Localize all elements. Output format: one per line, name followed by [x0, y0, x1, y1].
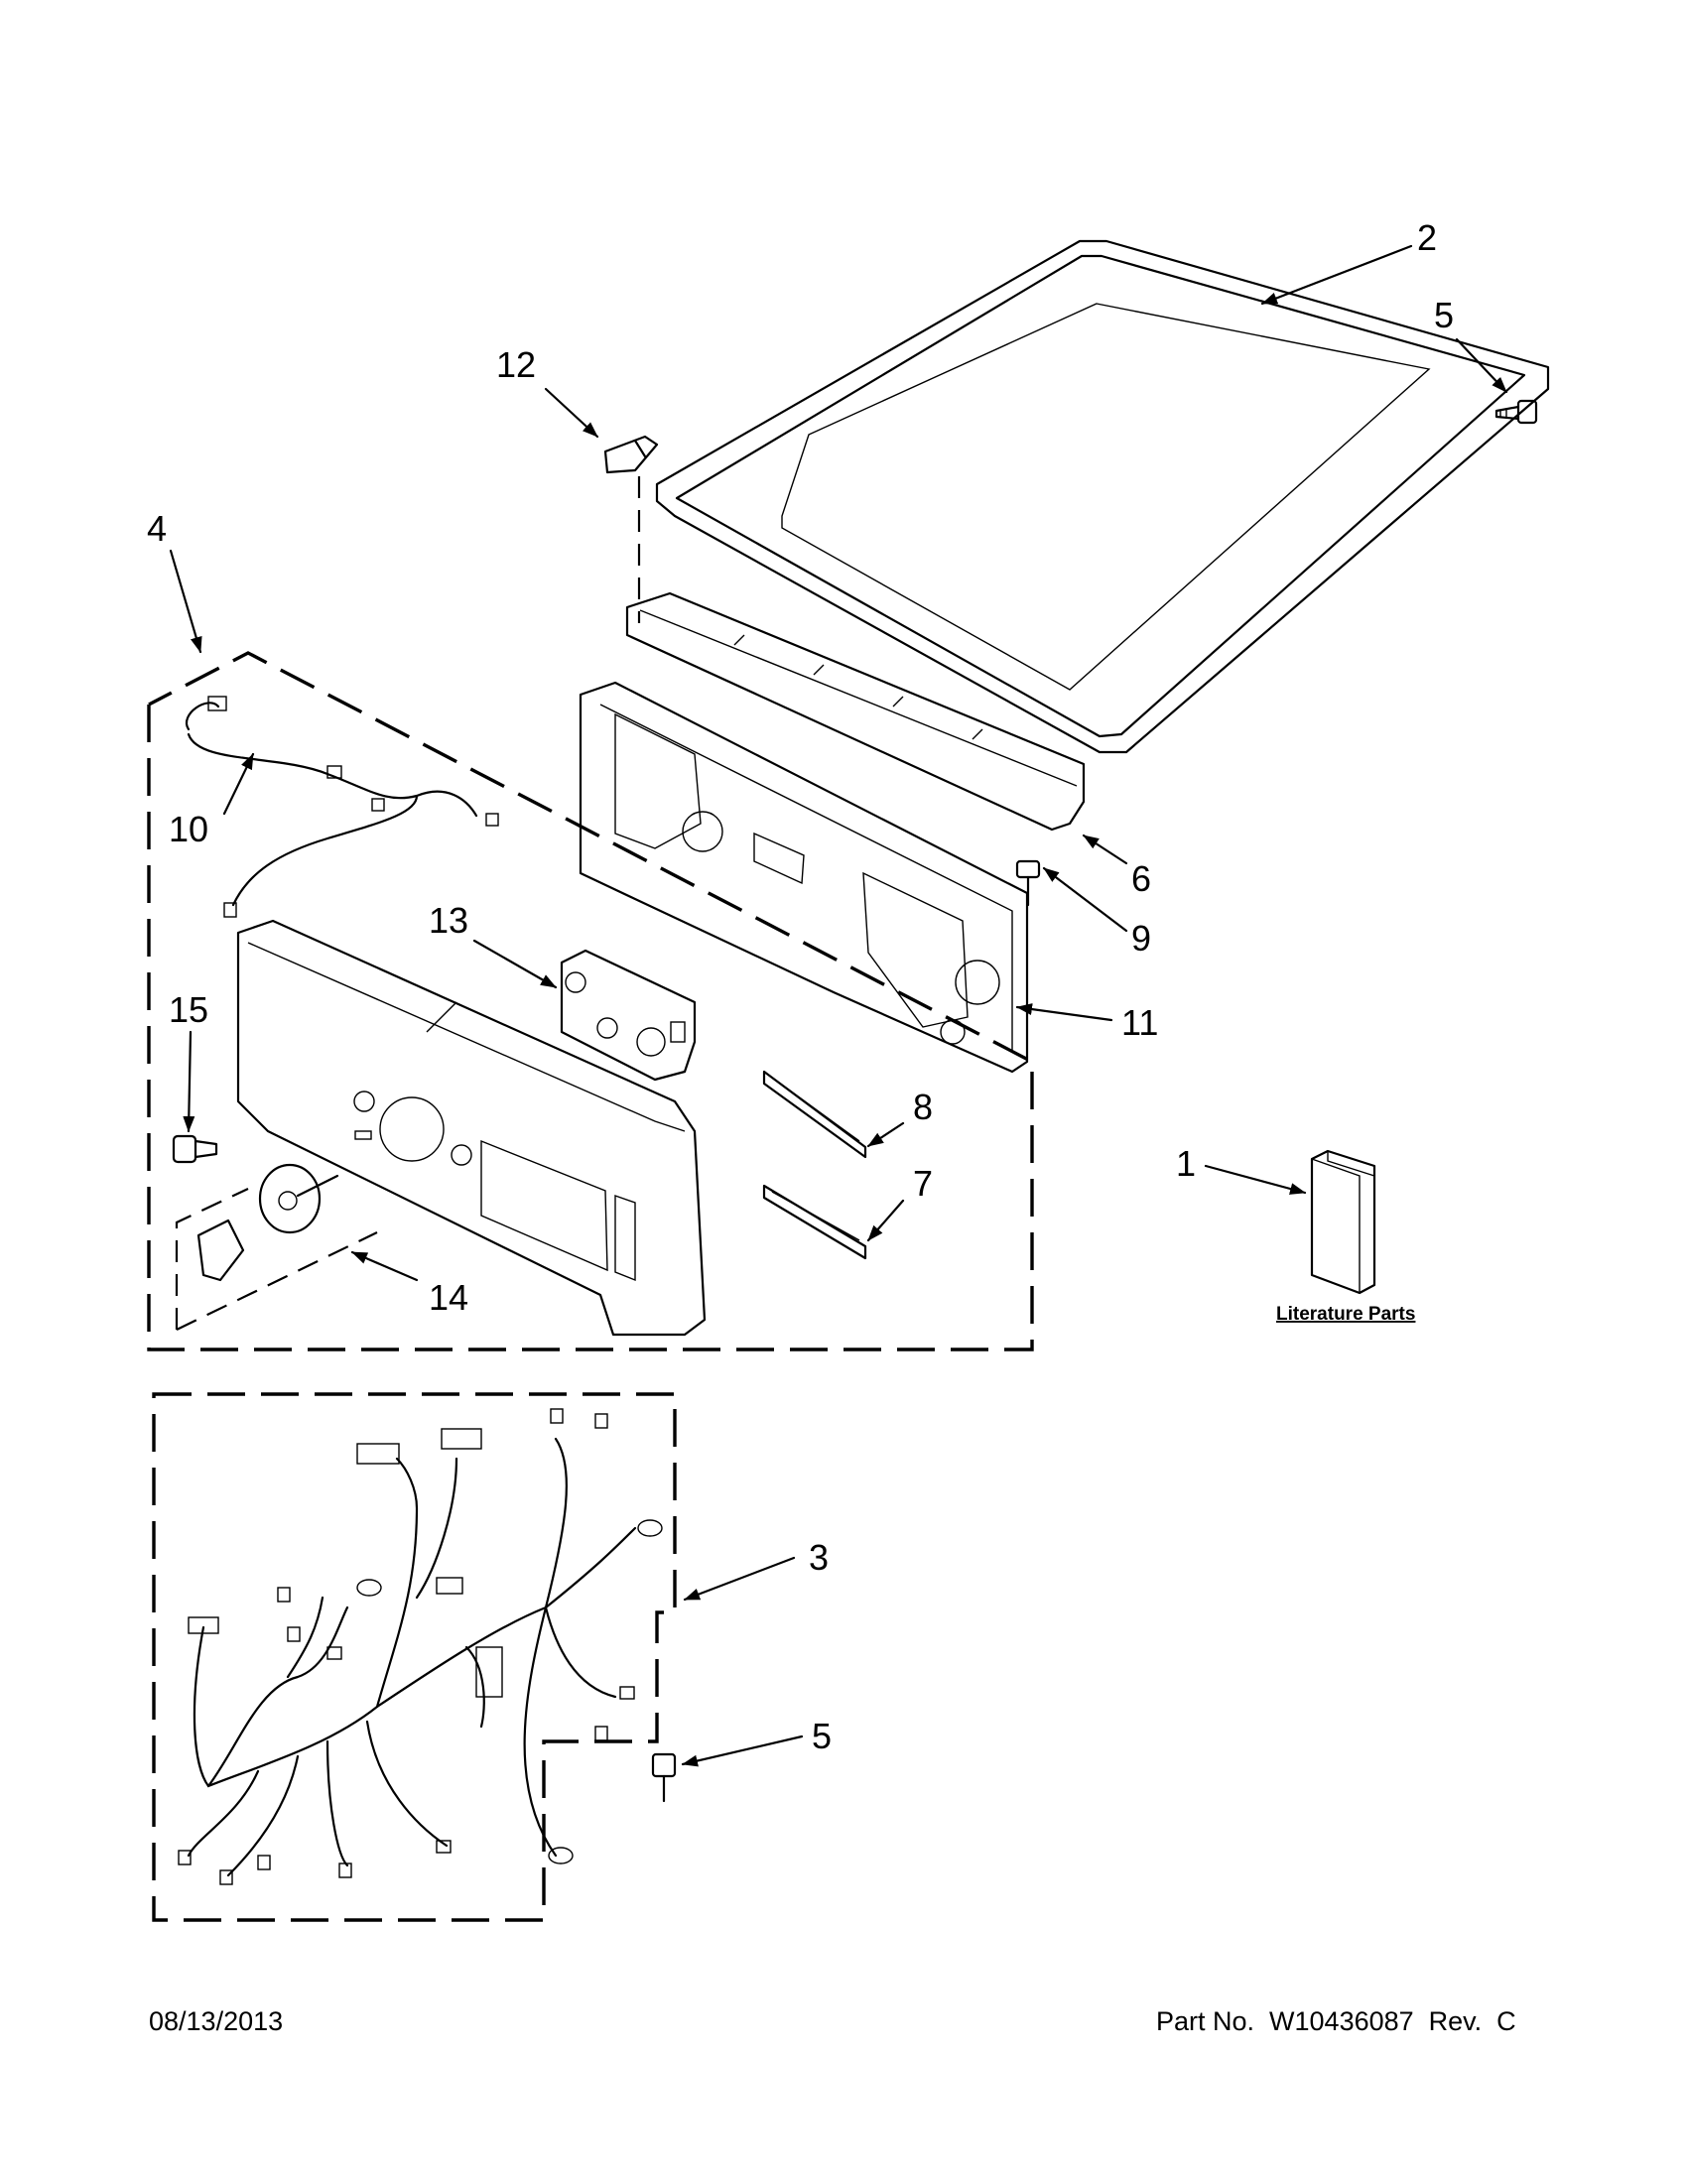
console-group-border [147, 651, 1034, 1351]
callout-1: 1 [1176, 1143, 1196, 1184]
screw-top [1494, 399, 1538, 425]
control-board [560, 949, 697, 1082]
callout-5-bottom: 5 [812, 1716, 832, 1756]
main-wire-harness [178, 1408, 663, 1885]
wire-harness-small [185, 696, 499, 918]
callout-4: 4 [147, 508, 167, 549]
callout-8: 8 [913, 1087, 933, 1127]
console-back [579, 681, 1029, 1074]
bracket [625, 591, 1086, 832]
harness-group-border [152, 1392, 677, 1922]
literature-book [1310, 1149, 1376, 1295]
clip [603, 435, 659, 474]
callout-7: 7 [913, 1163, 933, 1204]
callout-2: 2 [1417, 217, 1437, 258]
callout-14: 14 [429, 1277, 468, 1318]
callout-9: 9 [1131, 918, 1151, 959]
literature-parts-label: Literature Parts [1276, 1304, 1415, 1325]
callout-11: 11 [1121, 1002, 1158, 1043]
top-panel [655, 239, 1550, 754]
screw-15 [172, 1134, 218, 1164]
callout-12: 12 [496, 344, 536, 385]
callout-3: 3 [809, 1537, 829, 1578]
footer-part-number: Part No. W10436087 Rev. C [1156, 2006, 1516, 2036]
footer-date: 08/13/2013 [149, 2006, 284, 2036]
ribbon-cable-8 [762, 1070, 867, 1159]
leader-lines [169, 244, 1508, 1767]
knob-assembly [175, 1163, 378, 1331]
callout-5-top: 5 [1434, 295, 1454, 335]
screw-bottom [651, 1752, 677, 1803]
ribbon-cable-7 [762, 1184, 867, 1260]
callout-6: 6 [1131, 858, 1151, 899]
console-front [236, 919, 707, 1337]
callout-15: 15 [169, 989, 208, 1030]
callout-10: 10 [169, 809, 208, 849]
callout-13: 13 [429, 900, 468, 941]
